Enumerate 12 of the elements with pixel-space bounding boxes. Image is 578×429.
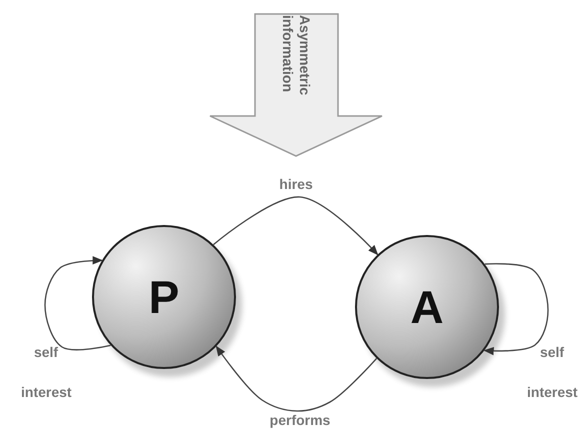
edge-label: self interest	[526, 343, 578, 402]
arrow	[483, 263, 549, 356]
circle-node: A	[355, 235, 499, 379]
arrow	[44, 256, 111, 350]
edge-label: performs	[268, 412, 332, 428]
edge-label: self interest	[20, 343, 73, 402]
arrow-label: Asymmetric information	[279, 15, 313, 98]
block-arrow	[209, 13, 383, 157]
arrow	[216, 346, 378, 412]
circle-node: P	[92, 225, 236, 369]
arrow	[213, 196, 378, 256]
edge-label: hires	[277, 176, 315, 192]
